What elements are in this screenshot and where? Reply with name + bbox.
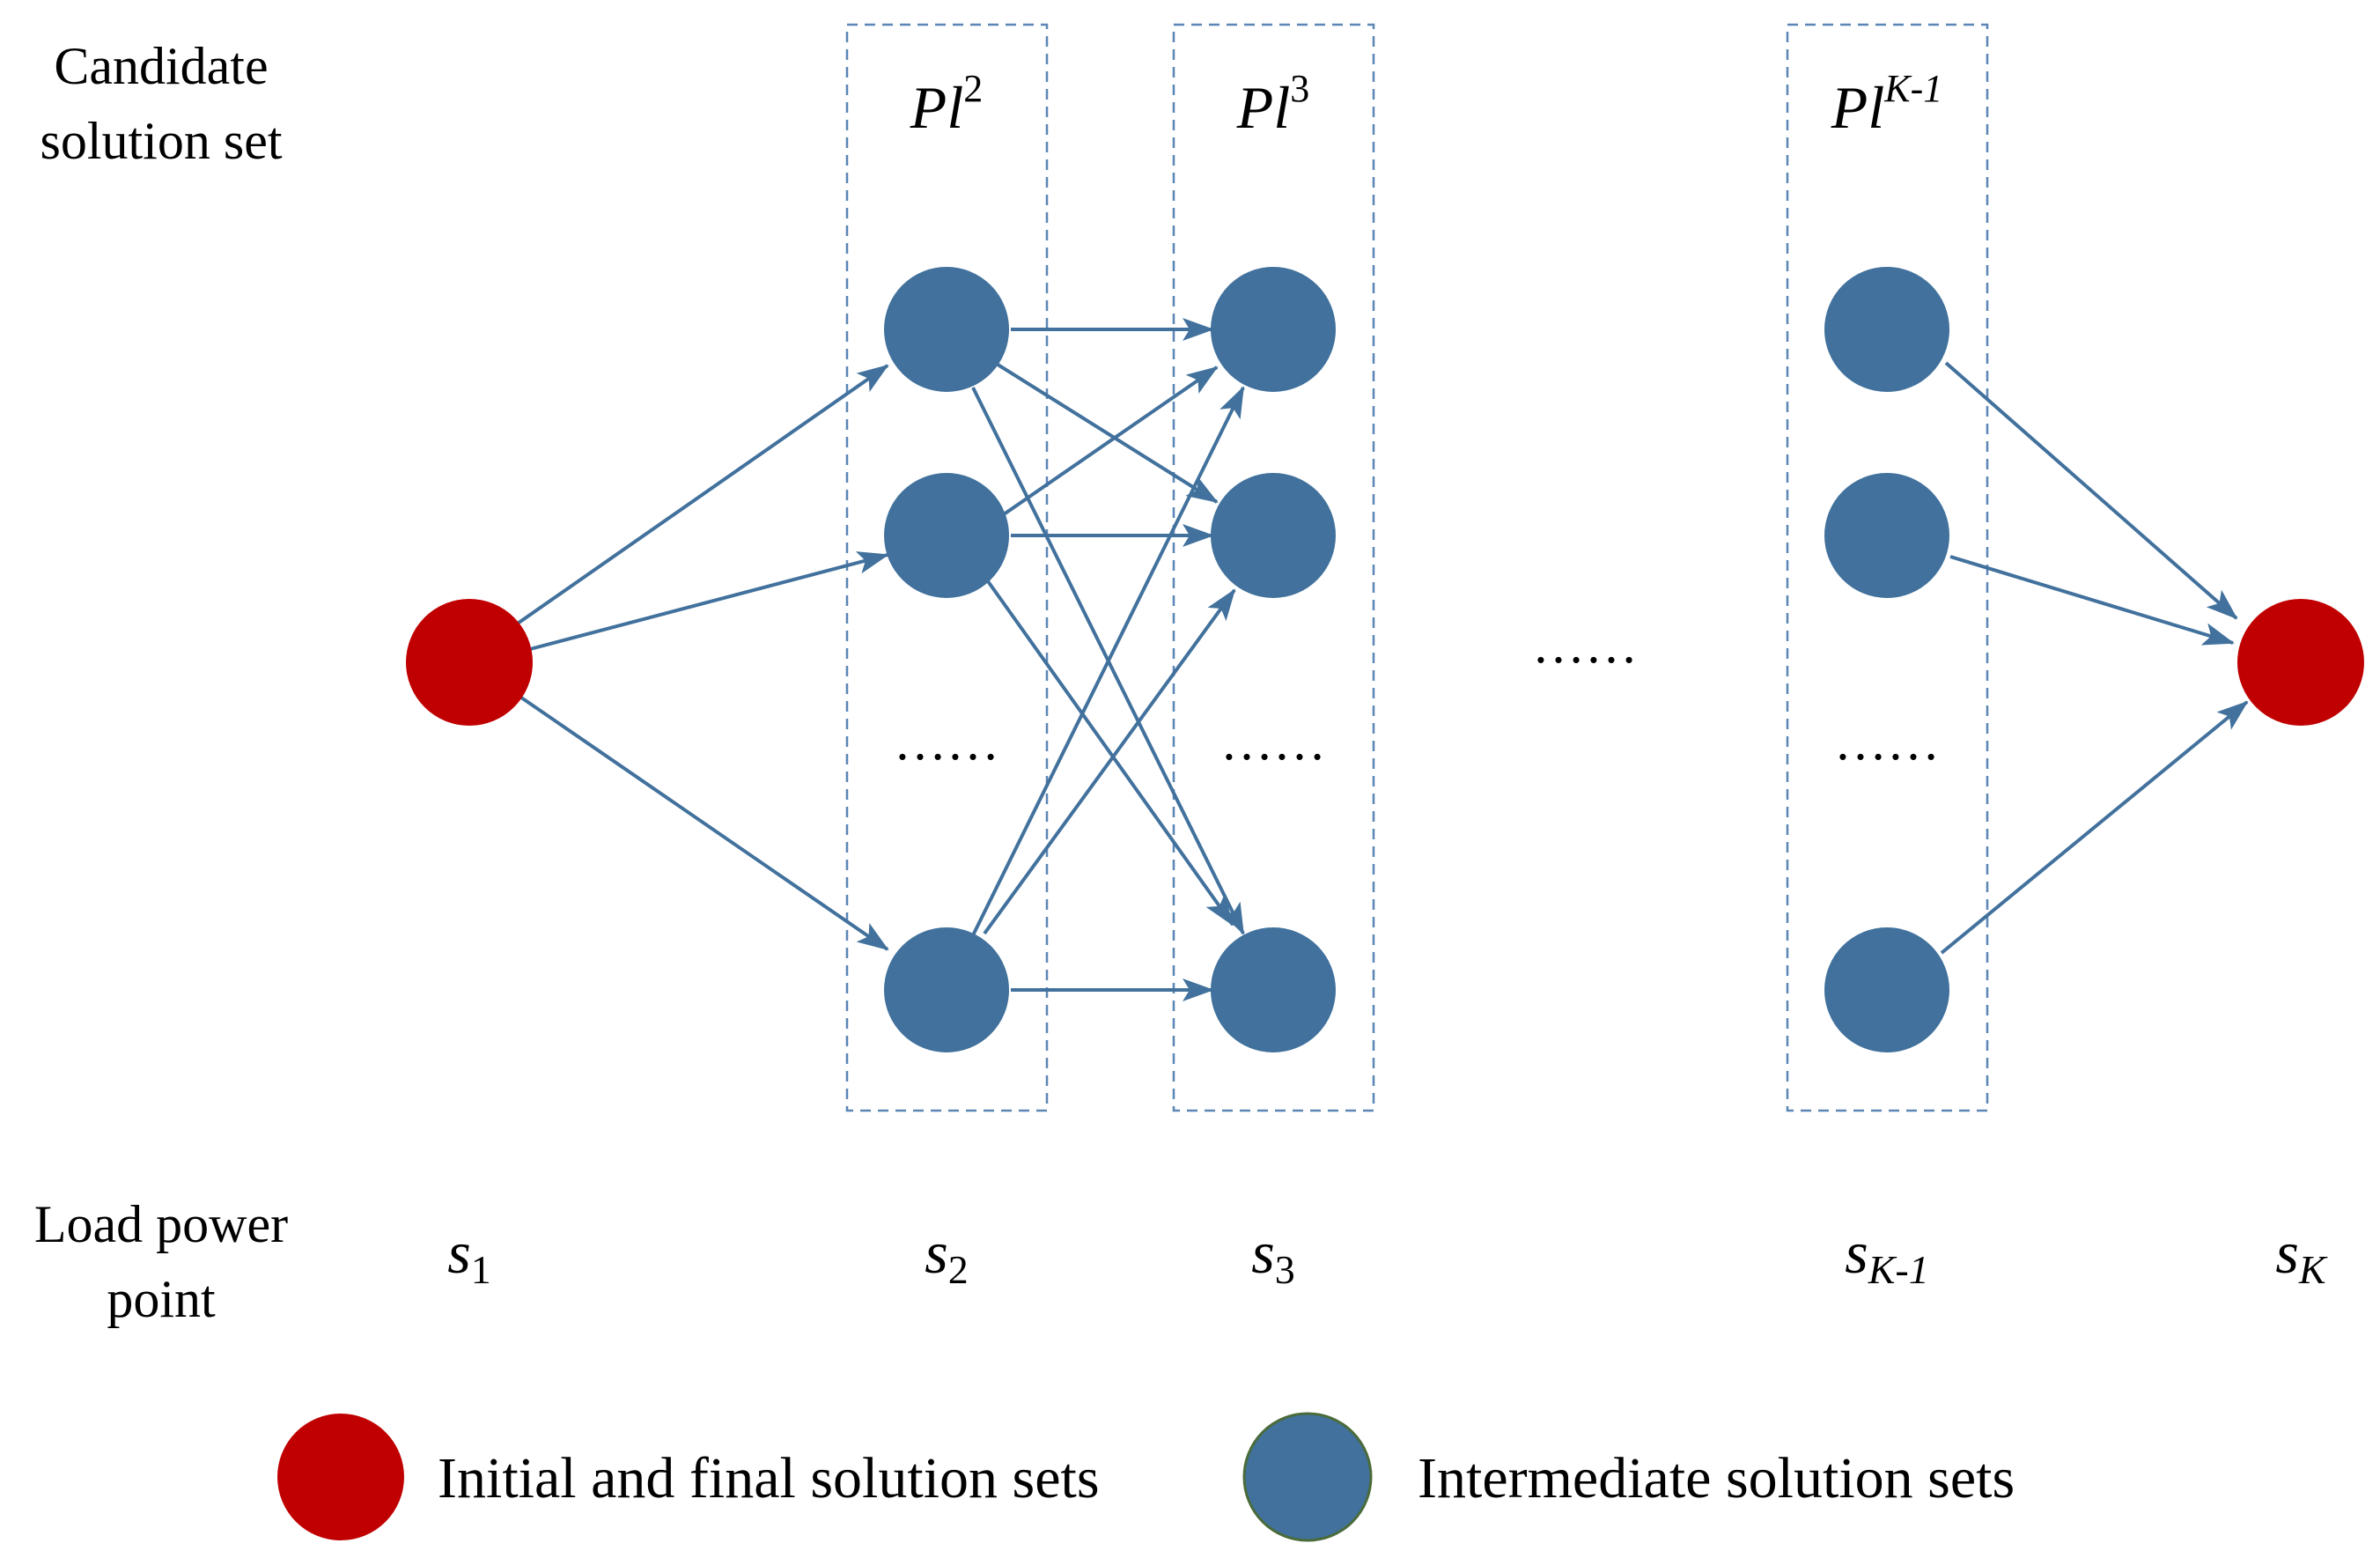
point-sk-sub: K	[2298, 1247, 2328, 1292]
set-label-plk-1: PlK-1	[1831, 67, 1942, 141]
edges	[511, 318, 2249, 1001]
legend-intermediate-label: Intermediate solution sets	[1418, 1446, 2015, 1510]
point-label-sk-1: sK-1	[1845, 1219, 1928, 1292]
legend-red-swatch	[277, 1414, 404, 1540]
legend: Initial and final solution sets Intermed…	[277, 1412, 2015, 1542]
node-sk	[2237, 599, 2364, 726]
edge-a1-b2	[993, 361, 1219, 504]
set-box-pl2	[845, 23, 1049, 1112]
legend-blue-swatch	[1242, 1412, 1373, 1542]
point-s1-sub: 1	[471, 1247, 491, 1292]
candidate-label-line1: Candidate	[54, 37, 268, 95]
point-label-sk: sK	[2275, 1219, 2327, 1292]
set-label-pl2-sup: 2	[963, 67, 983, 110]
set-label-plk-1-sup: K-1	[1883, 67, 1942, 110]
edge-a3-b2	[983, 588, 1236, 935]
point-s3-base: s	[1251, 1219, 1274, 1286]
point-s1-base: s	[447, 1219, 470, 1286]
node-pl3-1	[1211, 267, 1336, 392]
edge-c2-sk	[1949, 555, 2235, 646]
point-label-s3: s3	[1251, 1219, 1294, 1292]
node-pl2-3	[884, 927, 1009, 1052]
node-pl3-3	[1211, 927, 1336, 1052]
set-label-pl2-base: Pl	[910, 74, 963, 141]
node-plk-1-2	[1824, 473, 1949, 598]
load-point-label-line1: Load power	[34, 1195, 288, 1253]
edge-a3-b1	[971, 386, 1245, 936]
set-label-pl3-base: Pl	[1236, 74, 1290, 141]
point-label-s1: s1	[447, 1219, 490, 1292]
legend-initial-final-label: Initial and final solution sets	[438, 1446, 1100, 1510]
set-label-pl3-sup: 3	[1290, 67, 1309, 110]
edge-c3-sk	[1940, 700, 2249, 955]
point-s2-base: s	[925, 1219, 947, 1286]
point-label-s2: s2	[925, 1219, 968, 1292]
point-sk-base: s	[2275, 1219, 2298, 1286]
ellipsis-pl2: ……	[894, 713, 999, 771]
node-s1	[406, 599, 533, 726]
point-s3-sub: 3	[1275, 1247, 1295, 1292]
ellipsis-plk-1: ……	[1834, 713, 1940, 771]
ellipsis-pl3: ……	[1220, 713, 1326, 771]
load-point-label-line2: point	[107, 1270, 216, 1328]
node-plk-1-1	[1824, 267, 1949, 392]
node-pl2-2	[884, 473, 1009, 598]
edge-a2-b1	[1002, 366, 1219, 516]
set-label-plk-1-base: Pl	[1831, 74, 1884, 141]
edge-s1-a3	[519, 696, 889, 951]
point-sk-1-base: s	[1845, 1219, 1868, 1286]
node-pl2-1	[884, 267, 1009, 392]
set-label-pl2: Pl2	[910, 67, 983, 141]
node-plk-1-3	[1824, 927, 1949, 1052]
edge-a2-b3	[986, 580, 1234, 927]
ellipsis-middle: ……	[1532, 616, 1638, 674]
edge-c1-sk	[1944, 361, 2238, 620]
point-sk-1-sub: K-1	[1868, 1247, 1929, 1292]
set-label-pl3: Pl3	[1236, 67, 1309, 141]
set-box-pl3	[1172, 23, 1375, 1112]
edge-s1-a1	[511, 364, 889, 629]
point-s2-sub: 2	[948, 1247, 969, 1292]
candidate-label-line2: solution set	[40, 112, 282, 170]
node-pl3-2	[1211, 473, 1336, 598]
edge-s1-a2	[529, 551, 889, 651]
